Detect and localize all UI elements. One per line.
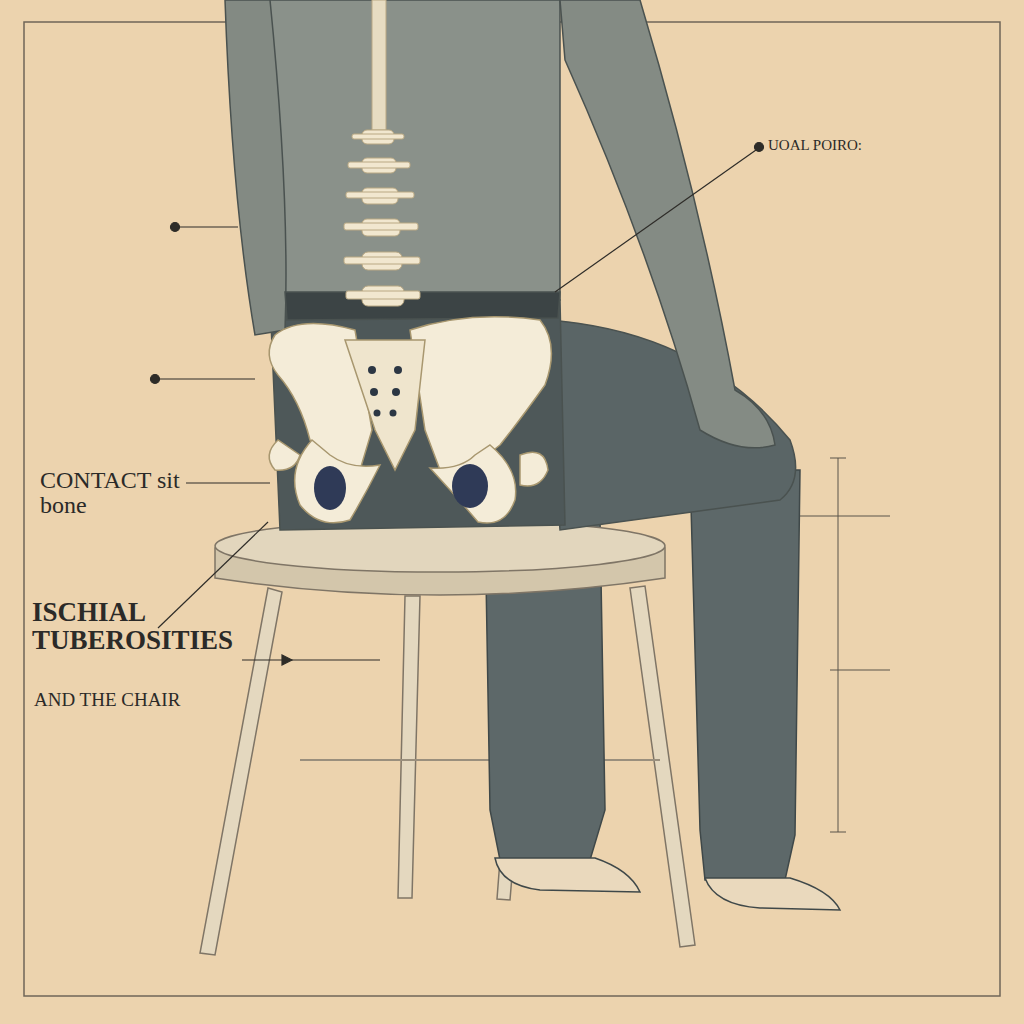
right-arm xyxy=(560,0,775,448)
lower-leg xyxy=(690,470,800,880)
leader-line xyxy=(158,522,268,628)
left-arm xyxy=(225,0,286,335)
stool-seat xyxy=(215,520,665,595)
dimension-tick xyxy=(830,670,890,671)
sacral-hole xyxy=(370,388,378,396)
sub-label: AND THE CHAIR xyxy=(34,690,254,710)
iliac-wing xyxy=(410,317,551,470)
sacral-hole xyxy=(394,366,402,374)
spine xyxy=(344,0,420,306)
leader-dot xyxy=(151,375,160,384)
callout-label: UOAL POIRO: xyxy=(768,138,968,154)
vertebra-process xyxy=(348,162,410,168)
dimension-tick xyxy=(830,832,846,833)
foot xyxy=(495,858,640,892)
spinal-column xyxy=(372,0,386,130)
sacral-hole xyxy=(390,410,397,417)
stool-rung xyxy=(300,759,660,761)
sacral-hole xyxy=(368,366,376,374)
vertebra-process xyxy=(344,257,420,264)
belt xyxy=(285,292,560,320)
part-label: ISCHIAL TUBEROSITIES xyxy=(32,598,247,655)
dimension-tick xyxy=(800,516,890,517)
sacrum xyxy=(345,340,425,470)
person xyxy=(225,0,796,530)
leader-line xyxy=(555,150,756,292)
leader-line xyxy=(179,226,238,227)
ischium xyxy=(430,445,516,523)
leader-line xyxy=(186,482,270,483)
obturator-foramen xyxy=(452,464,488,508)
foot xyxy=(705,878,840,910)
femur-head xyxy=(269,440,300,470)
vertebra-process xyxy=(346,291,420,299)
vertebra-process xyxy=(344,223,418,230)
dimension-bracket xyxy=(800,458,890,832)
femur-head xyxy=(520,452,548,486)
obturator-foramen xyxy=(314,466,346,510)
shirt xyxy=(240,0,560,300)
hips xyxy=(270,300,565,530)
pelvis xyxy=(269,317,551,523)
ischium xyxy=(295,440,380,523)
leader-line xyxy=(242,659,380,660)
leader-line xyxy=(159,378,255,379)
stool-leg xyxy=(630,586,695,947)
stool-leg xyxy=(398,596,420,898)
sacral-hole xyxy=(392,388,400,396)
sacral-hole xyxy=(374,410,381,417)
dimension-line xyxy=(838,458,839,832)
contact-label: CONTACT sit bone xyxy=(40,468,190,518)
leader-dot xyxy=(171,223,180,232)
stool-legs xyxy=(200,586,695,955)
dimension-tick xyxy=(830,458,846,459)
arrow-head xyxy=(282,655,292,665)
leaders xyxy=(151,143,764,666)
vertebra-process xyxy=(346,192,414,198)
vertebra-process xyxy=(352,134,404,139)
